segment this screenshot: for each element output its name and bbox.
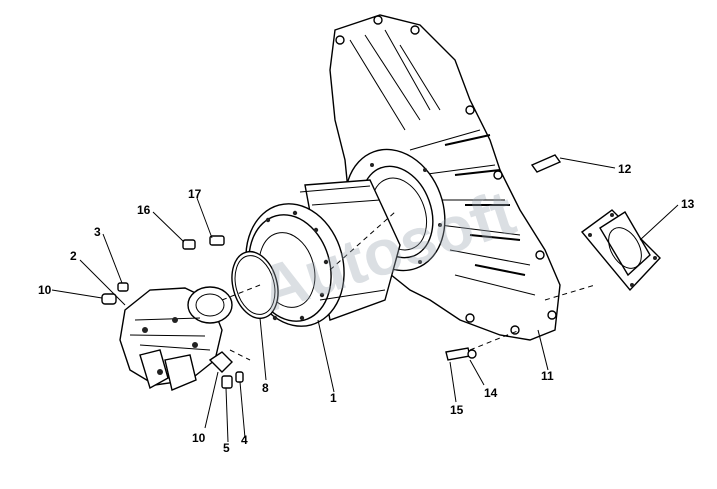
callout-10-bottom: 10: [192, 431, 206, 445]
seal-ring-part-8: [231, 250, 279, 320]
callout-4: 4: [241, 433, 248, 447]
callout-13: 13: [681, 197, 695, 211]
callout-14: 14: [484, 386, 498, 400]
callout-1: 1: [330, 391, 337, 405]
callout-12: 12: [618, 162, 632, 176]
leader-lines: [51, 157, 679, 443]
callout-11: 11: [541, 369, 554, 383]
callouts: 10 2 3 16 17 10 5 4 8 1 11 12 13 14 15: [38, 162, 695, 455]
callout-3: 3: [94, 225, 101, 239]
callout-15: 15: [450, 403, 464, 417]
callout-2: 2: [70, 249, 77, 263]
fittings: [101, 154, 562, 389]
callout-8: 8: [262, 381, 269, 395]
callout-5: 5: [223, 441, 230, 455]
callout-16: 16: [137, 203, 151, 217]
callout-10-left: 10: [38, 283, 52, 297]
motor-assembly-part-2: [119, 286, 233, 391]
cover-plate-part-13: [580, 209, 661, 292]
callout-17: 17: [188, 187, 202, 201]
